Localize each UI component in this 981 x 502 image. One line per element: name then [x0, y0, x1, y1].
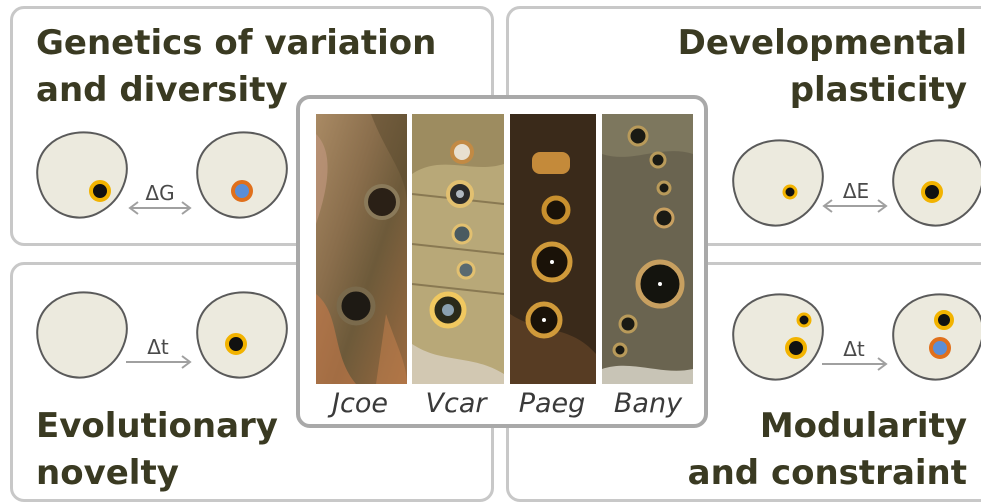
- wing-outline-left: [733, 140, 823, 225]
- species-photo-panel: Jcoe Vcar Paeg Bany: [296, 95, 708, 428]
- eyespot-top: [936, 312, 952, 328]
- eyespot-bottom-blue: [931, 339, 949, 357]
- title-modularity-line1: Modularity: [760, 403, 967, 450]
- eyespot-black: [91, 182, 109, 200]
- title-novelty-line2: novelty: [36, 450, 179, 497]
- plasticity-diagram: ΔE: [726, 136, 981, 246]
- species-label-vcar: Vcar: [406, 388, 506, 419]
- species-label-jcoe: Jcoe: [310, 388, 410, 419]
- title-modularity-line2: and constraint: [688, 450, 967, 497]
- delta-e-label: ΔE: [843, 179, 869, 203]
- novelty-diagram: Δt: [30, 288, 290, 398]
- wing-outline-left: [733, 294, 823, 379]
- genetics-diagram: ΔG: [30, 128, 290, 238]
- species-label-bany: Bany: [596, 388, 700, 419]
- title-genetics-line1: Genetics of variation: [36, 20, 436, 67]
- title-genetics-line2: and diversity: [36, 67, 288, 114]
- modularity-diagram: Δt: [726, 290, 981, 400]
- title-plasticity-line2: plasticity: [790, 67, 967, 114]
- wing-photo-vcar: [412, 114, 504, 384]
- eyespot-small: [784, 186, 796, 198]
- delta-t-label: Δt: [843, 337, 865, 361]
- wing-photo-jcoe: [316, 114, 407, 384]
- wing-outline-right: [197, 132, 287, 217]
- wing-outline-left: [37, 132, 127, 217]
- species-label-paeg: Paeg: [502, 388, 602, 419]
- eyespot-new: [227, 335, 245, 353]
- eyespot-blue: [233, 182, 251, 200]
- delta-t-label: Δt: [147, 335, 169, 359]
- delta-g-label: ΔG: [145, 181, 174, 205]
- wing-outline-left: [37, 292, 127, 377]
- eyespot-bottom: [787, 339, 805, 357]
- title-plasticity-line1: Developmental: [678, 20, 967, 67]
- wing-outline-right: [893, 294, 981, 379]
- wing-photo-paeg: [510, 114, 596, 384]
- eyespot-large: [923, 183, 941, 201]
- title-novelty-line1: Evolutionary: [36, 403, 278, 450]
- wing-photo-bany: [602, 114, 693, 384]
- eyespot-top: [798, 314, 810, 326]
